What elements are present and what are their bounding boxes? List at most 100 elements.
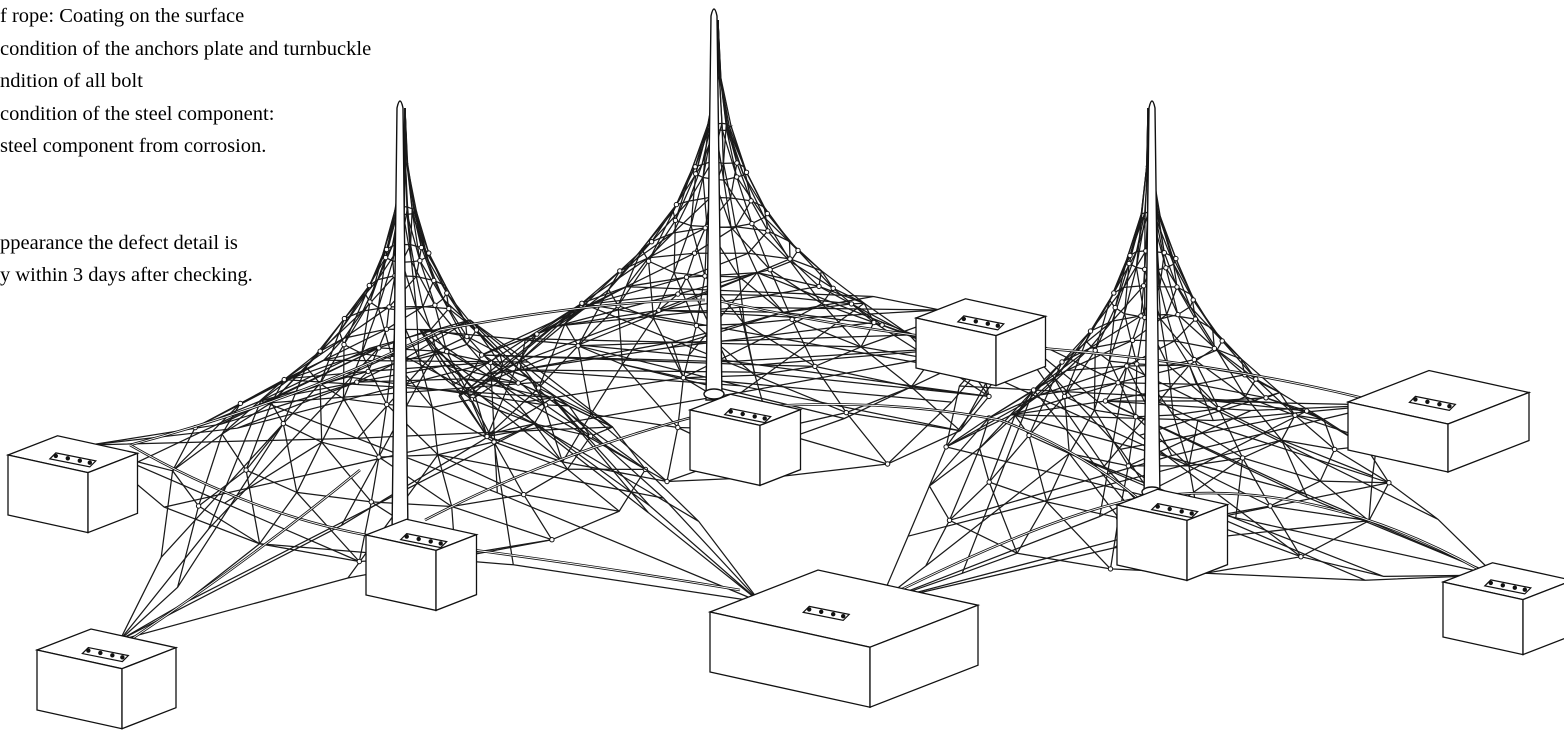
net-diagonal [756, 258, 791, 274]
net-knot [748, 198, 754, 204]
net-knot [1174, 284, 1180, 290]
net-diagonal [763, 216, 799, 251]
anchor-plate [723, 407, 772, 424]
net-knot [702, 273, 708, 279]
net-diagonal [1196, 374, 1245, 385]
net-knot [535, 385, 542, 391]
net-knot [1192, 316, 1199, 322]
block-side [1186, 503, 1229, 582]
net-knot [575, 343, 581, 349]
net-knot [1134, 361, 1140, 367]
net-diagonal [675, 164, 703, 205]
net-pull [519, 302, 990, 398]
block-right-mast [1114, 488, 1230, 582]
net-spoke [404, 107, 466, 380]
net-knot [645, 258, 652, 264]
net-diagonal [1155, 219, 1175, 265]
net-diagonal [1033, 347, 1090, 391]
net-knot [478, 352, 485, 358]
block-side [1522, 582, 1564, 656]
net-knot [702, 225, 708, 231]
net-diagonal [362, 275, 396, 312]
net-knot [734, 174, 740, 180]
net-knot [848, 301, 855, 307]
net-knot [376, 454, 382, 460]
net-diagonal [436, 335, 468, 352]
net-knot [356, 558, 362, 565]
anchor-bolt [120, 655, 125, 660]
net-knot [1111, 290, 1117, 296]
anchor-bolt [1179, 509, 1184, 514]
net-diagonal [751, 223, 791, 263]
net-spoke [404, 107, 613, 428]
net-knot [1124, 363, 1130, 369]
net-diagonal [282, 423, 298, 493]
net-diagonal [245, 469, 261, 544]
net-knot [675, 424, 681, 431]
net-knot [1211, 345, 1218, 352]
net-diagonal [1028, 435, 1048, 503]
net-pull [119, 350, 553, 641]
net-pull [419, 302, 583, 463]
net-diagonal [1159, 216, 1173, 257]
net-diagonal [647, 261, 655, 319]
net-pull [419, 329, 684, 483]
net-knot [444, 290, 450, 296]
net-diagonal [1177, 314, 1218, 351]
net-diagonal [377, 307, 394, 359]
net-diagonal [688, 161, 713, 202]
net-knot [317, 348, 323, 354]
anchor-bolt [1488, 580, 1494, 586]
net-knot [1263, 395, 1269, 401]
net-knot [795, 247, 801, 254]
net-diagonal [1063, 396, 1070, 454]
net-pull [260, 362, 761, 603]
net-diagonal [608, 241, 653, 291]
net-diagonal [1126, 213, 1142, 260]
net-knot [617, 268, 623, 274]
net-diagonal [673, 220, 677, 273]
net-diagonal [1039, 365, 1127, 396]
mast-base-ring [703, 388, 725, 400]
block-side [121, 646, 177, 730]
net-diagonal [1173, 263, 1194, 301]
net-pull [119, 423, 284, 641]
net-knot [1126, 260, 1132, 267]
net-knot [446, 305, 452, 312]
mast-pole [1143, 100, 1161, 499]
net-diagonal [422, 280, 435, 307]
net-knot [384, 401, 390, 408]
net-diagonal [534, 423, 591, 437]
net-knot [946, 517, 953, 523]
net-diagonal [1242, 457, 1321, 482]
net-diagonal [790, 261, 834, 289]
net-diagonal [1123, 263, 1130, 314]
net-knot [382, 254, 389, 261]
net-diagonal [590, 426, 613, 437]
net-pull [519, 311, 874, 371]
net-knot [691, 250, 698, 256]
net-knot [683, 274, 690, 280]
net-diagonal [368, 245, 393, 286]
net-knot [368, 499, 374, 505]
net-knot [1107, 566, 1114, 572]
net-diagonal [413, 208, 423, 248]
anchor-bolt [807, 607, 812, 612]
net-knot [1138, 313, 1144, 319]
net-pull [557, 306, 941, 376]
net-knot [243, 467, 249, 473]
note-line-3: ndition of all bolt [0, 70, 143, 92]
block-side [869, 604, 979, 709]
net-knot [280, 420, 286, 427]
net-diagonal [577, 345, 592, 415]
net-knot [281, 376, 287, 383]
net-knot [664, 478, 670, 485]
net-pull [119, 347, 380, 641]
net-diagonal [1166, 286, 1178, 315]
net-diagonal [988, 481, 1018, 554]
net-knot [843, 409, 849, 416]
net-diagonal [523, 493, 620, 512]
net-knot [879, 322, 885, 328]
anchor-plate [956, 315, 1006, 331]
net-knot [1292, 412, 1298, 418]
